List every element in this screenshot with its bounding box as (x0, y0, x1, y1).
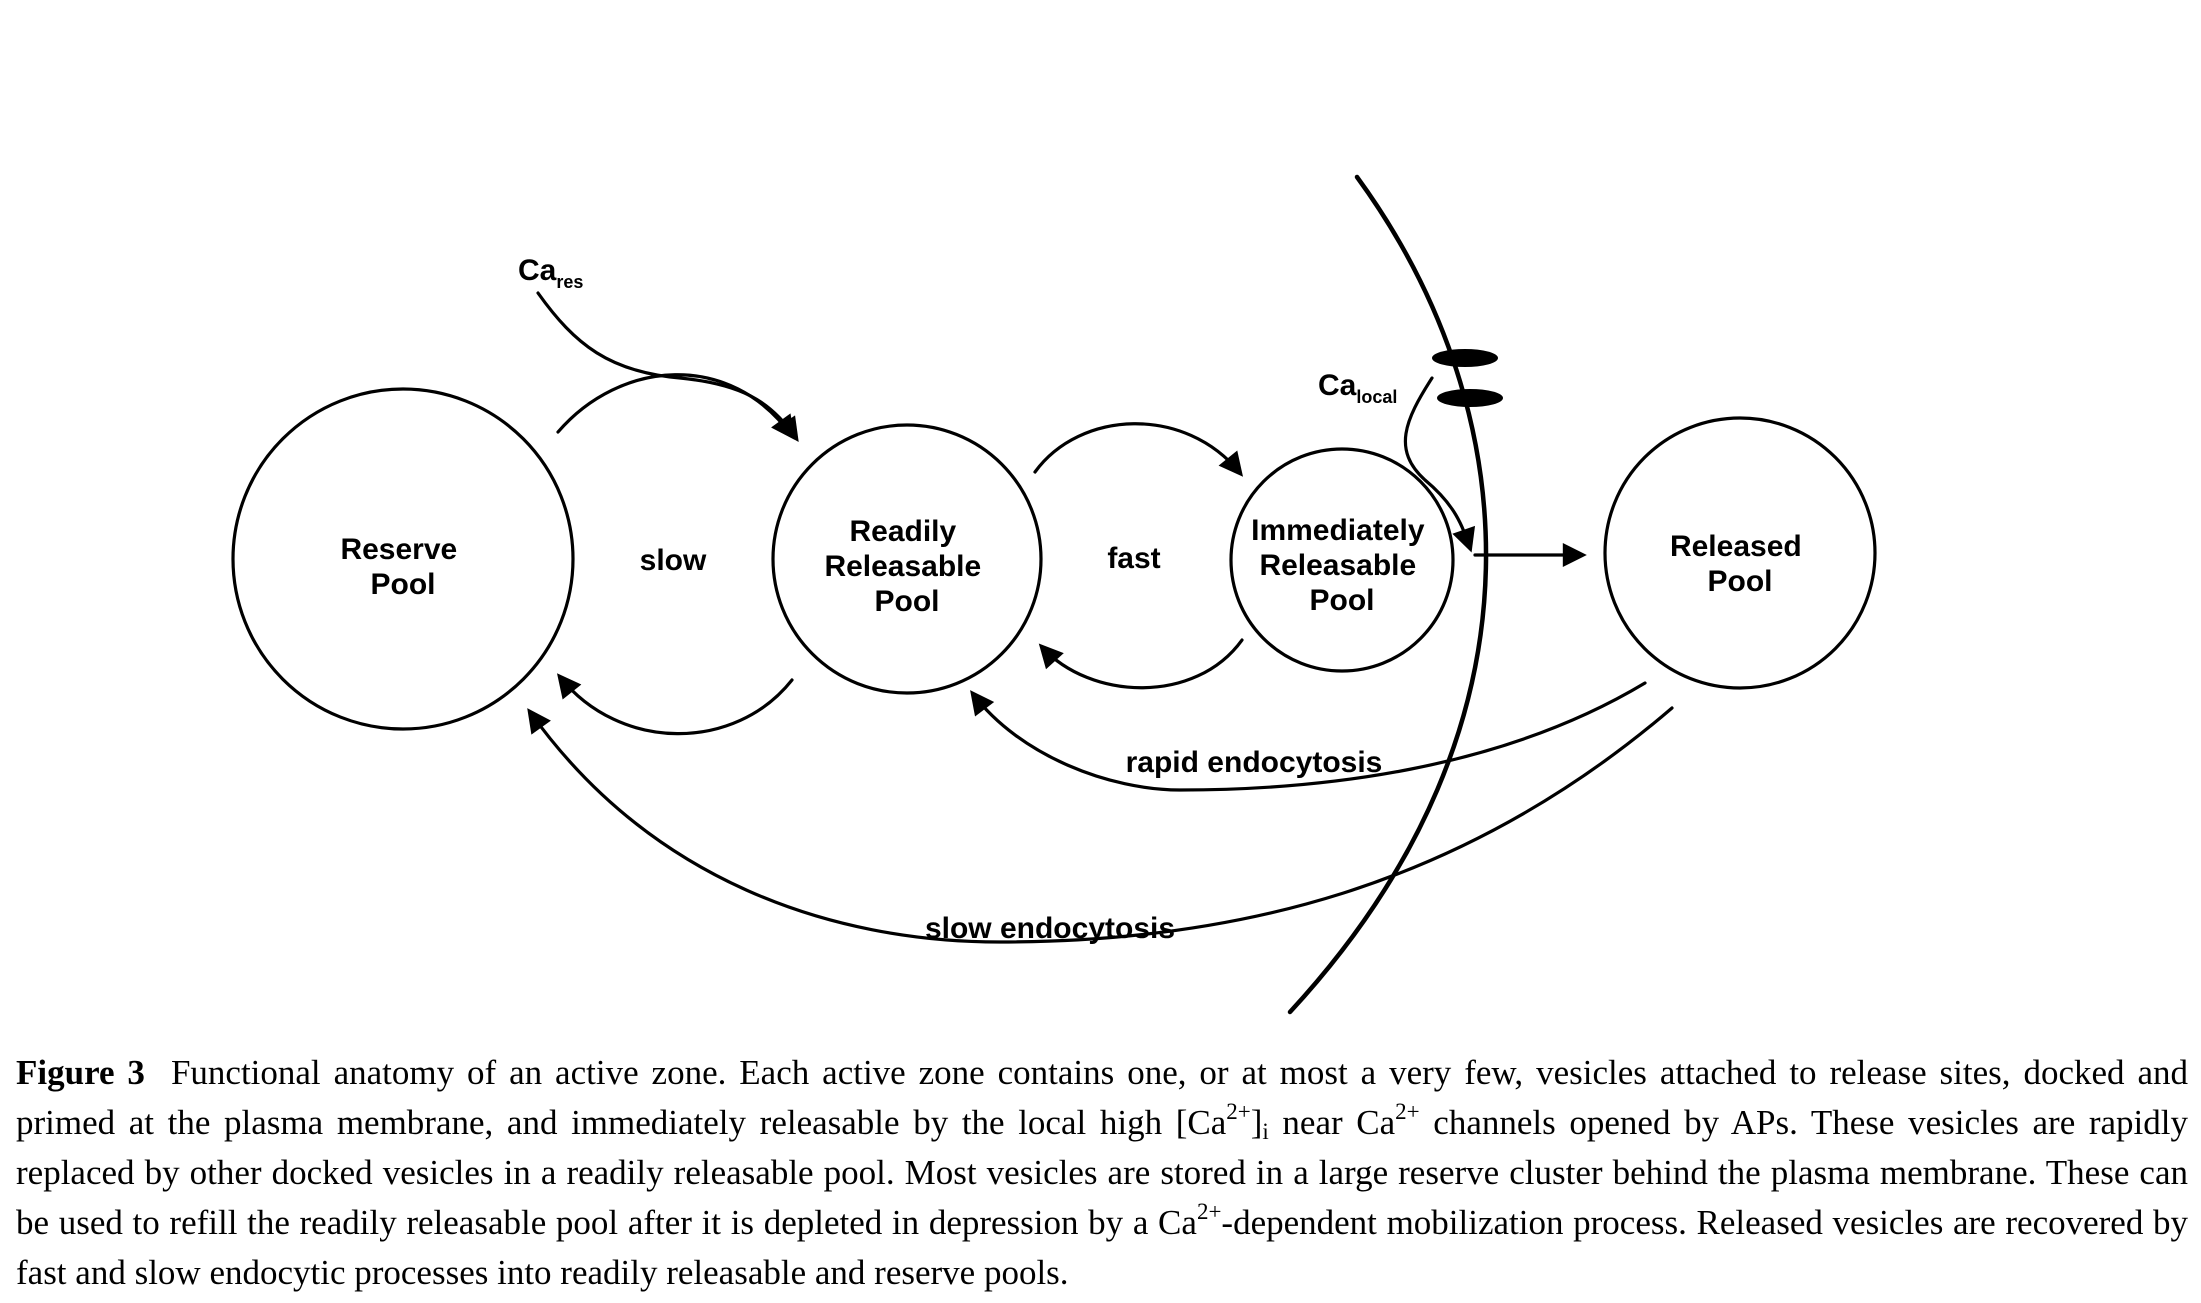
ca-local-label: Calocal (1318, 369, 1397, 407)
ca-res-label: Cares (518, 254, 583, 292)
readily-releasable-pool (771, 423, 1043, 695)
caption-text: Functional anatomy of an active zone. Ea… (16, 1053, 2188, 1142)
readily-releasable-pool-label: Readily Releasable Pool (824, 515, 989, 618)
released-pool-label: Released Pool (1670, 530, 1810, 598)
slow-forward-arrow (556, 373, 795, 440)
caption-subscript: i (1262, 1119, 1269, 1144)
caption-text: ] (1250, 1103, 1263, 1142)
plasma-membrane (1287, 174, 1489, 1015)
reserve-pool-label: Reserve Pool (340, 533, 465, 601)
calcium-channel-icon (1437, 389, 1503, 407)
rapid-endocytosis-arrow (970, 681, 1647, 792)
slow-backward-arrow (556, 673, 794, 736)
reserve-pool (231, 387, 575, 731)
released-pool (1603, 416, 1877, 690)
caption-text: channels opened by APs. These vesicles a… (16, 1103, 2189, 1242)
fast-forward-arrow (1033, 422, 1244, 477)
caption-superscript: 2+ (1395, 1099, 1420, 1124)
calcium-channel-icon (1432, 349, 1498, 367)
immediately-releasable-pool-label: Immediately Releasable Pool (1251, 514, 1433, 617)
caption-text: -dependent mobilization process. Release… (16, 1203, 2188, 1292)
fast-label: fast (1107, 542, 1160, 575)
slow-label: slow (640, 544, 707, 577)
ca-local-arrow (1403, 376, 1476, 553)
active-zone-diagram: Reserve Pool Readily Releasable Pool Imm… (231, 174, 1877, 1015)
fast-backward-arrow (1038, 638, 1244, 690)
caption-text: near Ca (1268, 1103, 1396, 1142)
rapid-endocytosis-label: rapid endocytosis (1126, 746, 1383, 779)
ca-res-arrow (536, 291, 799, 442)
slow-endocytosis-arrow (527, 706, 1674, 944)
caption-superscript: 2+ (1226, 1099, 1251, 1124)
figure-number: Figure 3 (16, 1053, 145, 1092)
caption-superscript: 2+ (1196, 1199, 1222, 1224)
immediately-releasable-pool (1229, 447, 1455, 673)
slow-endocytosis-label: slow endocytosis (925, 912, 1175, 945)
